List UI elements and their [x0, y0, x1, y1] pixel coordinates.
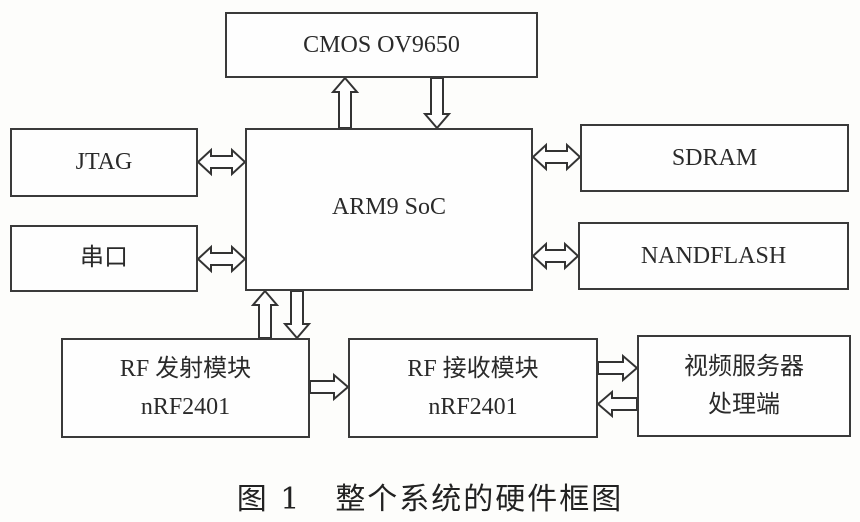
- serial-arm-bidirectional-arrow: [196, 244, 247, 274]
- cmos-label: CMOS OV9650: [303, 31, 460, 58]
- cmos-block: CMOS OV9650: [225, 12, 538, 78]
- video-server-label: 视频服务器: [684, 353, 804, 380]
- video-server-sublabel: 处理端: [708, 392, 780, 418]
- jtag-label: JTAG: [75, 149, 133, 176]
- cmos-to-arm-arrow: [422, 77, 452, 130]
- rf-receiver-label: RF 接收模块: [407, 355, 539, 382]
- serial-port-label: 串口: [80, 245, 128, 272]
- rf-tx-to-arm-arrow: [250, 289, 280, 339]
- arm-soc-block: ARM9 SoC: [245, 128, 533, 291]
- arm-soc-label: ARM9 SoC: [331, 194, 447, 220]
- arm-nandflash-bidirectional-arrow: [531, 241, 580, 271]
- nandflash-block: NANDFLASH: [578, 222, 849, 290]
- rf-transmitter-block: RF 发射模块 nRF2401: [61, 338, 310, 438]
- rf-tx-to-rf-rx-arrow: [309, 372, 350, 402]
- figure-number: 图 1: [236, 482, 302, 517]
- figure-title: 整个系统的硬件框图: [335, 482, 624, 517]
- video-server-to-rf-rx-arrow: [596, 389, 638, 419]
- rf-receiver-chip: nRF2401: [428, 394, 518, 420]
- nandflash-label: NANDFLASH: [640, 242, 787, 269]
- sdram-block: SDRAM: [580, 124, 849, 192]
- arm-to-cmos-arrow: [330, 76, 360, 129]
- arm-sdram-bidirectional-arrow: [531, 142, 582, 172]
- arm-to-rf-tx-arrow: [282, 290, 312, 340]
- rf-transmitter-chip: nRF2401: [140, 394, 231, 420]
- jtag-block: JTAG: [10, 128, 198, 197]
- serial-port-block: 串口: [10, 225, 198, 292]
- rf-rx-to-video-server-arrow: [597, 353, 639, 383]
- video-server-block: 视频服务器 处理端: [637, 335, 851, 437]
- sdram-label: SDRAM: [671, 144, 758, 171]
- rf-receiver-block: RF 接收模块 nRF2401: [348, 338, 598, 438]
- jtag-arm-bidirectional-arrow: [196, 147, 247, 177]
- figure-caption: 图 1 整个系统的硬件框图: [0, 474, 860, 518]
- rf-transmitter-label: RF 发射模块: [119, 355, 252, 382]
